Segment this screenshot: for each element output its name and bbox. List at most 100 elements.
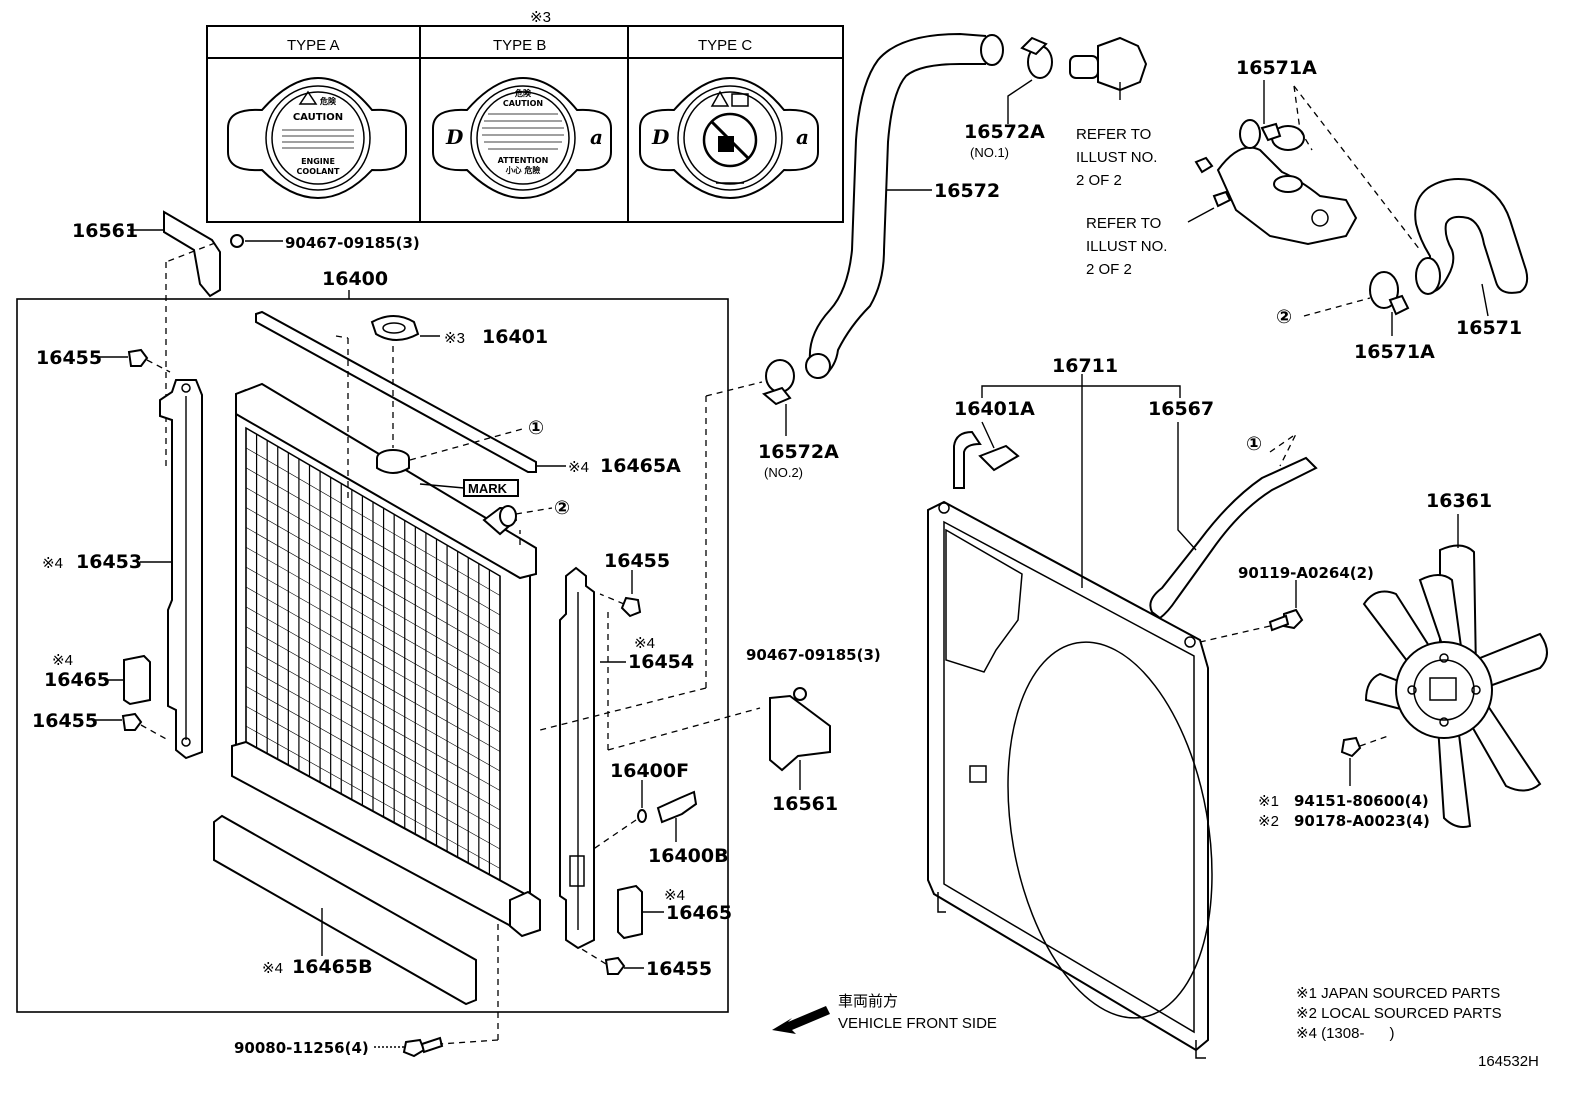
label-16567: 16567 — [1148, 398, 1214, 420]
label-16400B: 16400B — [648, 845, 729, 867]
radiator-tube — [245, 566, 501, 713]
label-refer2-l1: REFER TO — [1086, 215, 1161, 232]
radiator-tube — [245, 507, 501, 655]
seal-16465-left — [123, 654, 151, 706]
o-ring-16400F — [637, 809, 647, 823]
hose-16401A — [953, 430, 1020, 489]
label-refer1-l1: REFER TO — [1076, 126, 1151, 143]
seal-16465-right — [617, 884, 643, 940]
radiator-tube — [245, 626, 501, 772]
label-90467-top: 90467-09185(3) — [285, 234, 420, 252]
label-front-jp: 車両前方 — [838, 993, 898, 1010]
type-a-caution-text: CAUTION — [293, 112, 343, 123]
radiator-tube — [245, 467, 501, 616]
svg-text:D: D — [651, 125, 670, 149]
type-a-header: TYPE A — [287, 37, 340, 54]
label-94151: 94151-80600(4) — [1294, 792, 1429, 810]
label-16465-right-mark: ※4 — [664, 887, 685, 904]
label-16361: 16361 — [1426, 490, 1492, 512]
legend-production-date: ※4 (1308- ) — [1296, 1025, 1394, 1042]
label-16465B: 16465B — [292, 956, 373, 978]
label-16454-mark: ※4 — [634, 635, 655, 652]
label-16561-mid: 16561 — [772, 793, 838, 815]
clamp-16571A-lower — [1369, 271, 1410, 316]
radiator-assembly-box — [16, 298, 729, 1013]
clamp-16572A-no2 — [761, 359, 795, 406]
label-16572A-no2-sub: (NO.2) — [764, 465, 803, 480]
cap-type-table: ※3 TYPE A TYPE B TYPE C 危険 CAUTION ENGIN… — [206, 9, 844, 223]
radiator-tube — [245, 646, 501, 791]
svg-text:D: D — [445, 125, 464, 149]
bolt-90080 — [402, 1036, 444, 1058]
radiator-tube — [245, 586, 501, 733]
radiator-tube — [245, 487, 501, 635]
label-16465-right: 16465 — [666, 902, 732, 924]
label-90178-mark: ※2 — [1258, 813, 1279, 830]
radiator-tube — [245, 725, 501, 869]
vehicle-front-arrow-icon — [772, 1006, 830, 1034]
label-90080: 90080-11256(4) — [234, 1039, 369, 1057]
label-16401: 16401 — [482, 326, 548, 348]
label-90467-mid: 90467-09185(3) — [746, 646, 881, 664]
cooling-fan-16361 — [1362, 544, 1548, 828]
type-c-header: TYPE C — [698, 37, 752, 54]
radiator-cap-type-c-icon: D a — [639, 76, 819, 200]
radiator-cap-type-b-icon: D a 危険 CAUTION ATTENTION 小心 危險 — [432, 76, 612, 200]
label-94151-mark: ※1 — [1258, 793, 1279, 810]
nut-90467-top — [230, 234, 244, 248]
type-b-attention-text: ATTENTION — [498, 156, 549, 165]
label-16453-mark: ※4 — [42, 555, 63, 572]
label-90178: 90178-A0023(4) — [1294, 812, 1430, 830]
radiator-tube — [245, 606, 501, 752]
fan-shroud-16711 — [927, 500, 1213, 1059]
label-16572A-no2: 16572A — [758, 441, 839, 463]
label-circle-1: ① — [528, 417, 544, 439]
overflow-hose-16567 — [1149, 456, 1318, 620]
type-b-header: TYPE B — [493, 37, 546, 54]
label-refer1-l3: 2 OF 2 — [1076, 172, 1122, 189]
label-16561-top: 16561 — [72, 220, 138, 242]
water-outlet-housing — [1069, 36, 1148, 100]
radiator-cap-type-a-icon: 危険 CAUTION ENGINE COOLANT — [227, 76, 407, 200]
hose-16571 — [1414, 178, 1529, 295]
label-16401-mark: ※3 — [444, 330, 465, 347]
svg-text:a: a — [796, 125, 809, 149]
label-refer1-l2: ILLUST NO. — [1076, 149, 1157, 166]
radiator-tube — [245, 447, 501, 596]
side-member-16453 — [159, 379, 203, 760]
label-16572A-no1: 16572A — [964, 121, 1045, 143]
diagram-id: 164532H — [1478, 1053, 1539, 1070]
label-refer2-l3: 2 OF 2 — [1086, 261, 1132, 278]
bolt-90119 — [1268, 608, 1304, 632]
type-b-caution-text: CAUTION — [503, 99, 543, 108]
radiator-tube — [245, 666, 501, 811]
type-a-engine-text: ENGINE — [301, 157, 335, 166]
radiator-tube — [245, 705, 501, 850]
radiator-tube — [245, 527, 501, 674]
radiator-tube — [245, 686, 501, 830]
label-16465-left: 16465 — [44, 669, 110, 691]
nut-90467-mid — [793, 687, 807, 701]
strip-16465A — [255, 310, 537, 473]
type-b-chinese-text: 小心 危險 — [505, 165, 541, 175]
gasket-16401 — [370, 315, 420, 341]
bolt-16455-lower-right — [579, 947, 626, 975]
label-16572A-no1-sub: (NO.1) — [970, 145, 1009, 160]
label-16455-b: 16455 — [32, 710, 98, 732]
label-16455-c: 16455 — [604, 550, 670, 572]
label-90119: 90119-A0264(2) — [1238, 564, 1374, 582]
bolt-16455-upper-left — [127, 348, 171, 373]
label-16572: 16572 — [934, 180, 1000, 202]
mark-tag — [463, 479, 519, 497]
label-16571A-top: 16571A — [1236, 57, 1317, 79]
label-refer2-l2: ILLUST NO. — [1086, 238, 1167, 255]
label-16401A: 16401A — [954, 398, 1035, 420]
legend-japan-sourced: ※1 JAPAN SOURCED PARTS — [1296, 985, 1500, 1002]
bolt-16455-lower-left — [121, 712, 169, 741]
label-16455-d: 16455 — [646, 958, 712, 980]
label-16400F: 16400F — [610, 760, 689, 782]
label-16465A: 16465A — [600, 455, 681, 477]
clamp-16571A-upper — [1260, 122, 1305, 151]
radiator-tube — [245, 546, 501, 694]
